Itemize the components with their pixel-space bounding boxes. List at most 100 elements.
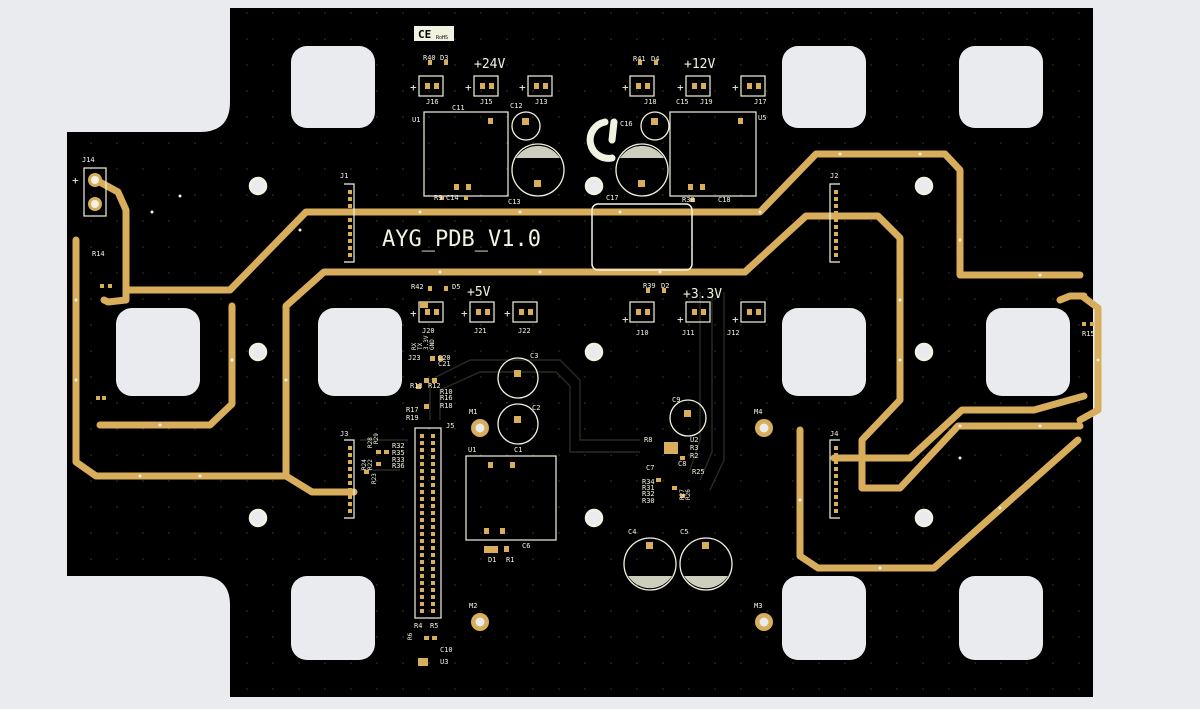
- svg-text:J15: J15: [480, 98, 493, 106]
- header-pin: [348, 467, 352, 471]
- header-pins: [348, 190, 838, 613]
- svg-text:M2: M2: [469, 602, 477, 610]
- svg-text:GND: GND: [429, 339, 436, 350]
- svg-text:J22: J22: [518, 327, 531, 335]
- svg-text:R38: R38: [682, 196, 695, 204]
- smd-pads: [96, 60, 1094, 666]
- header-pin: [420, 497, 424, 501]
- header-pin: [348, 488, 352, 492]
- ref-designators: J14 R14 R15 J1 J2 J3 J4 J5 J16 J15 J13 J…: [82, 54, 1095, 666]
- svg-text:R33: R33: [392, 456, 405, 464]
- svg-text:U1: U1: [412, 116, 420, 124]
- header-pin: [834, 204, 838, 208]
- header-pin: [834, 460, 838, 464]
- vias: [74, 152, 1100, 570]
- header-pin: [420, 490, 424, 494]
- svg-text:D5: D5: [452, 283, 460, 291]
- svg-text:J17: J17: [754, 98, 767, 106]
- header-pin: [420, 483, 424, 487]
- header-pin: [348, 197, 352, 201]
- header-pin: [834, 239, 838, 243]
- svg-text:D4: D4: [651, 55, 659, 63]
- header-pin: [431, 539, 435, 543]
- svg-text:R36: R36: [392, 462, 405, 470]
- header-pin: [348, 204, 352, 208]
- svg-text:C3: C3: [530, 352, 538, 360]
- header-pin: [431, 497, 435, 501]
- svg-text:J2: J2: [830, 172, 838, 180]
- header-pin: [348, 190, 352, 194]
- header-pin: [348, 446, 352, 450]
- svg-text:U5: U5: [758, 114, 766, 122]
- header-pin: [834, 495, 838, 499]
- svg-text:+: +: [677, 81, 684, 94]
- svg-text:J21: J21: [474, 327, 487, 335]
- svg-text:+: +: [72, 174, 79, 187]
- svg-text:C5: C5: [680, 528, 688, 536]
- svg-text:C7: C7: [646, 464, 654, 472]
- header-pin: [834, 211, 838, 215]
- header-pin: [834, 218, 838, 222]
- svg-text:C6: C6: [522, 542, 530, 550]
- svg-text:R31: R31: [642, 484, 655, 492]
- header-pin: [420, 469, 424, 473]
- svg-text:R5: R5: [430, 622, 438, 630]
- svg-text:+: +: [519, 81, 526, 94]
- header-pin: [431, 595, 435, 599]
- svg-text:3.3V: 3.3V: [423, 335, 430, 350]
- header-pin: [431, 532, 435, 536]
- regulator-modules: [423, 111, 757, 541]
- header-pin: [431, 490, 435, 494]
- svg-text:C13: C13: [508, 198, 521, 206]
- svg-text:TX: TX: [417, 342, 424, 350]
- company-logo: [586, 118, 618, 162]
- header-pin: [834, 474, 838, 478]
- header-pin: [348, 225, 352, 229]
- header-pin: [420, 567, 424, 571]
- svg-text:R14: R14: [92, 250, 105, 258]
- header-pin: [834, 253, 838, 257]
- capacitors-large: [497, 111, 733, 591]
- header-pin: [420, 455, 424, 459]
- rail-label-5v: +5V: [467, 285, 491, 300]
- svg-text:CE: CE: [418, 28, 431, 41]
- header-pin: [420, 504, 424, 508]
- svg-text:R13: R13: [410, 382, 423, 390]
- header-pin: [420, 588, 424, 592]
- rotated-labels: RX TX 3.3V GND R24 R22 R23 R28 R29 R26 R…: [361, 335, 692, 640]
- header-pin: [420, 448, 424, 452]
- svg-text:+: +: [465, 81, 472, 94]
- svg-text:RX: RX: [411, 342, 418, 350]
- svg-text:R28: R28: [367, 437, 374, 448]
- header-pin: [420, 539, 424, 543]
- svg-text:R9: R9: [434, 194, 442, 202]
- svg-text:J11: J11: [682, 329, 695, 337]
- svg-text:R34: R34: [642, 478, 655, 486]
- header-pin: [420, 546, 424, 550]
- svg-text:+: +: [622, 81, 629, 94]
- header-pin: [834, 232, 838, 236]
- svg-text:J4: J4: [830, 430, 838, 438]
- header-pin: [420, 574, 424, 578]
- header-pin: [420, 532, 424, 536]
- svg-text:M1: M1: [469, 408, 477, 416]
- header-pin: [834, 446, 838, 450]
- header-pin: [348, 239, 352, 243]
- header-pin: [348, 253, 352, 257]
- svg-text:R26: R26: [685, 489, 692, 500]
- svg-text:+: +: [677, 313, 684, 326]
- svg-text:R24: R24: [361, 459, 368, 470]
- svg-text:C11: C11: [452, 104, 465, 112]
- header-pin: [431, 609, 435, 613]
- svg-text:R42: R42: [411, 283, 424, 291]
- rail-label-12v: +12V: [684, 57, 715, 72]
- header-pin: [420, 609, 424, 613]
- header-pin: [431, 553, 435, 557]
- mounting-cutouts: [116, 46, 1070, 660]
- svg-text:R1: R1: [506, 556, 514, 564]
- svg-text:C15: C15: [676, 98, 689, 106]
- header-pin: [431, 518, 435, 522]
- svg-text:J3: J3: [340, 430, 348, 438]
- rail-label-3v3: +3.3V: [683, 287, 722, 302]
